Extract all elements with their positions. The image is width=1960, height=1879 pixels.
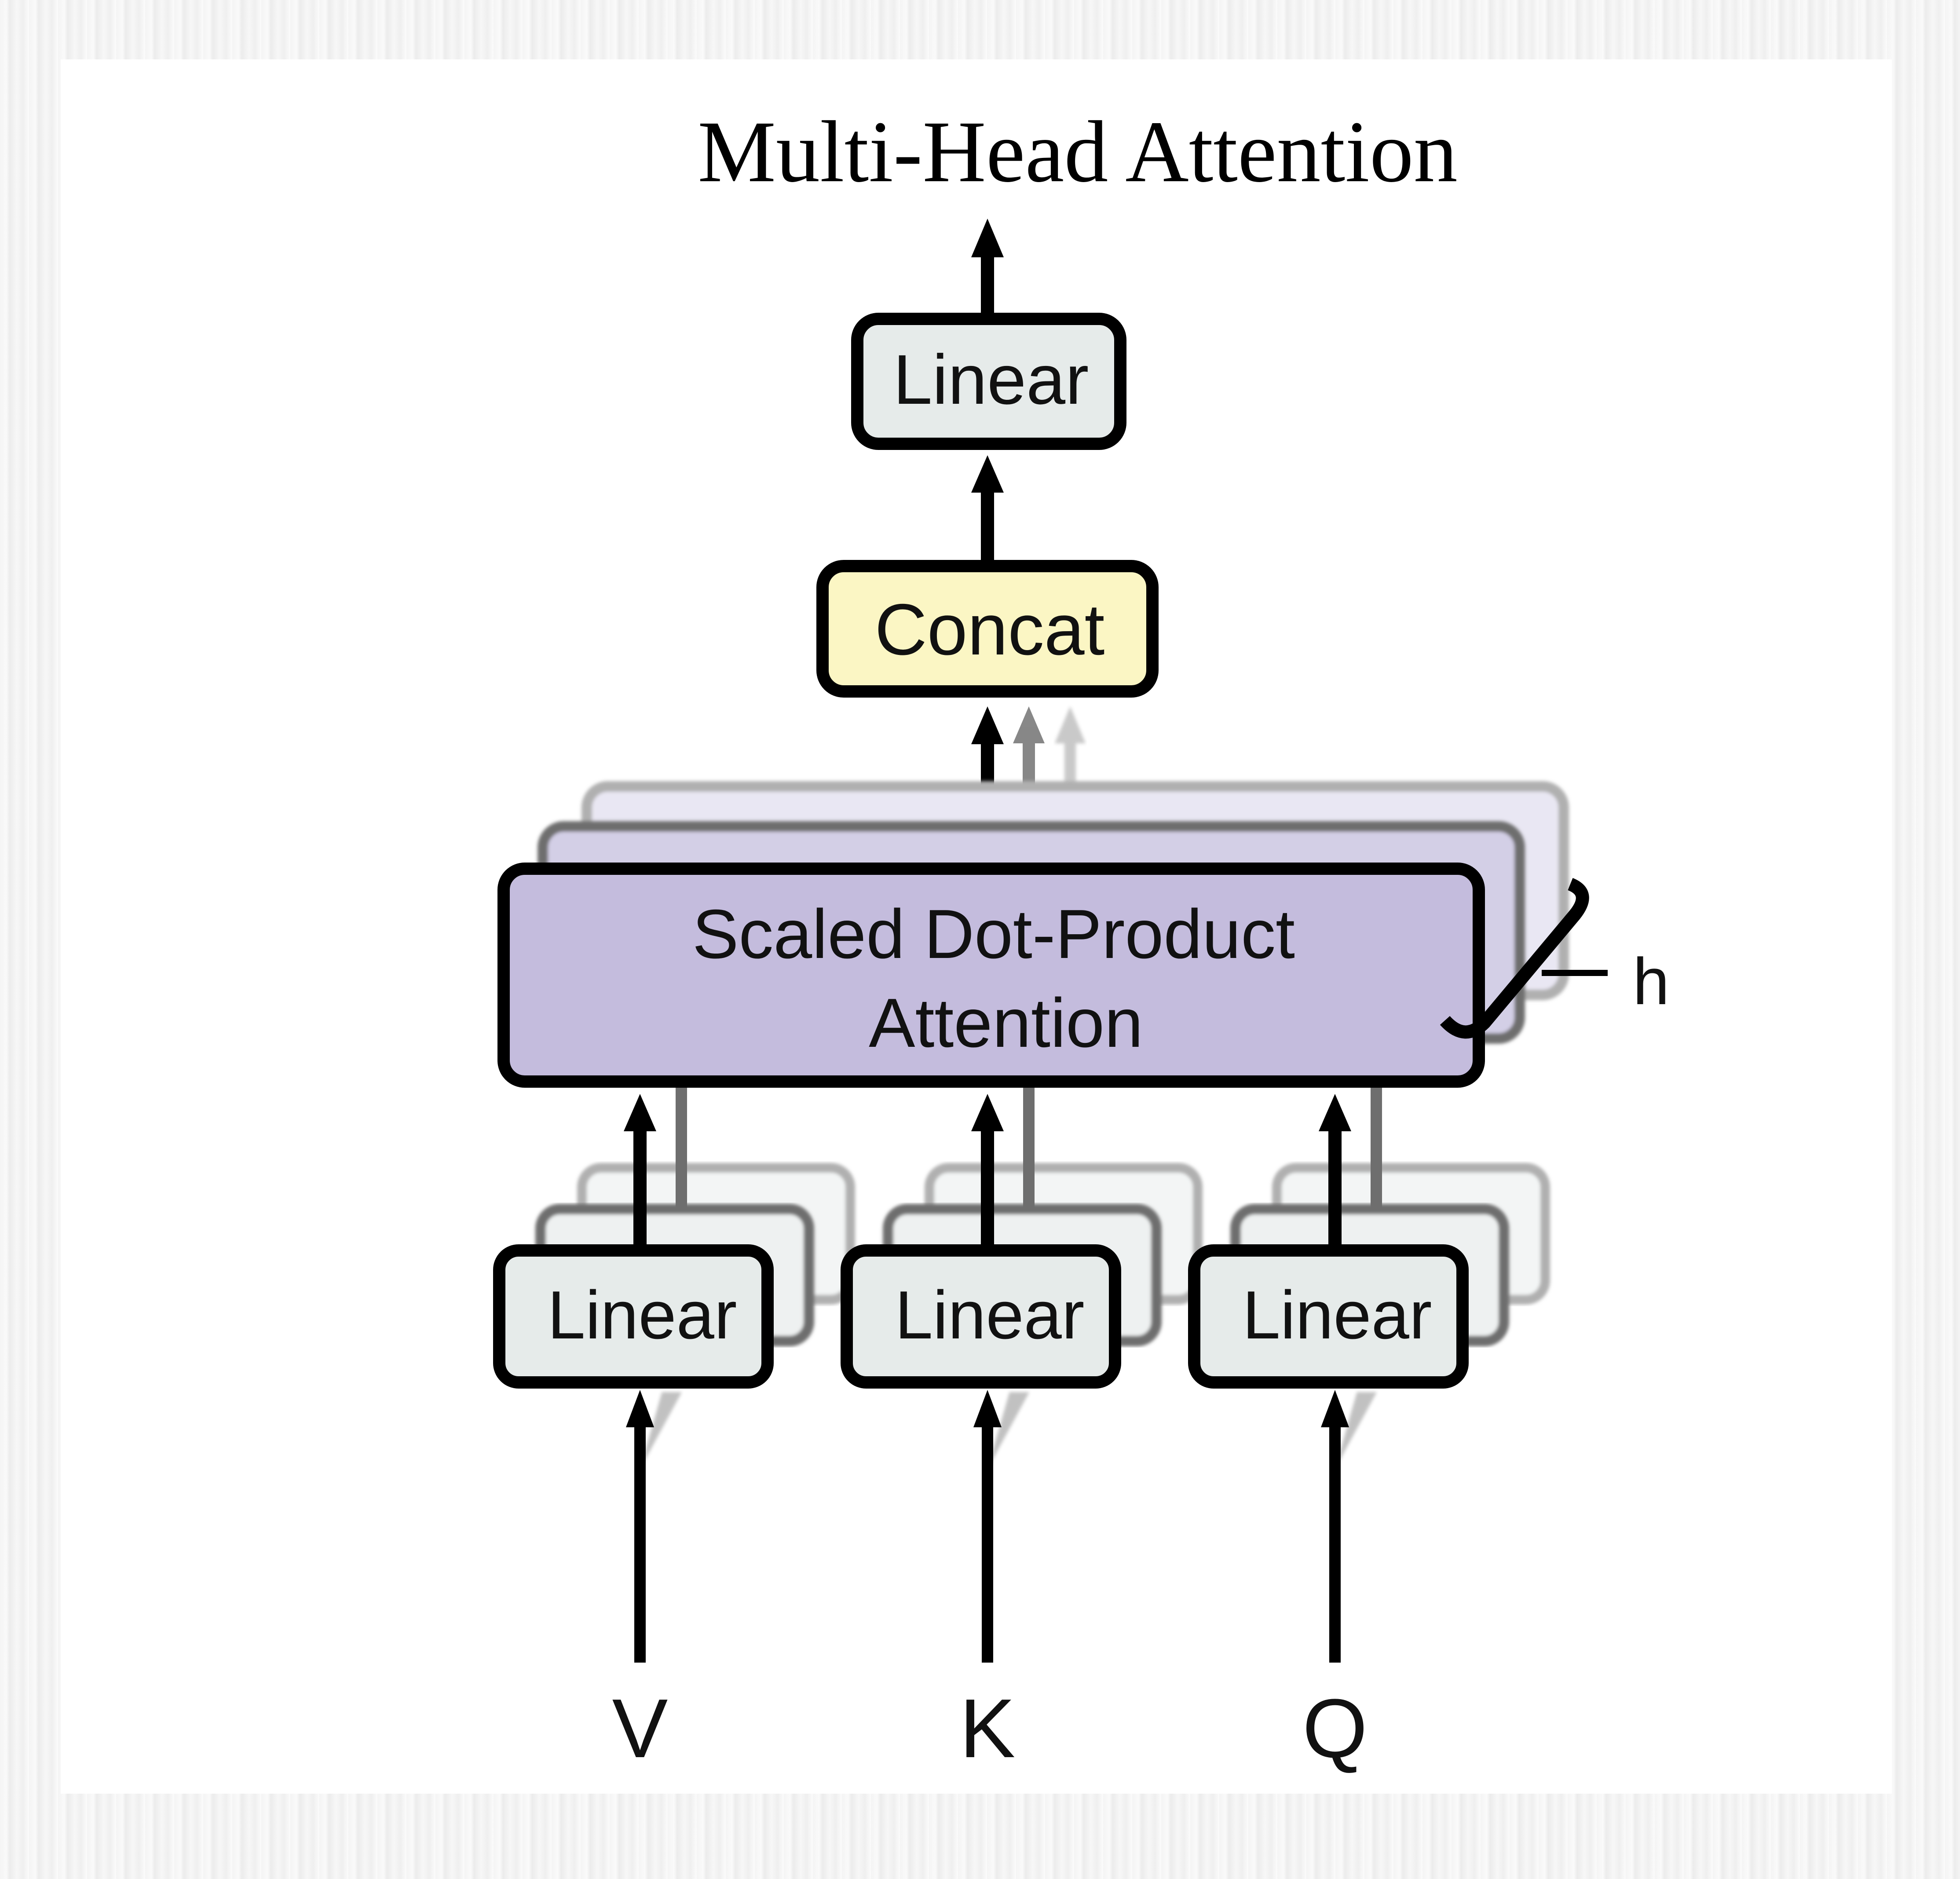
input-label-v: V [612, 1682, 668, 1775]
output-arrow [971, 219, 1004, 313]
input-linear-box [493, 1244, 774, 1389]
arrow-head [1321, 1390, 1349, 1427]
attention-label-line2: Attention [869, 984, 1143, 1062]
attention-head-main [497, 863, 1485, 1088]
input-label-k: K [960, 1682, 1016, 1775]
attention-stack: Scaled Dot-Product Attention [497, 781, 1569, 1088]
arrow-head [973, 1390, 1002, 1427]
head-arrow-ghost-2 [1055, 706, 1086, 792]
input-linear-box [841, 1244, 1121, 1389]
bracket-curve [1440, 878, 1589, 1039]
output-linear-label: Linear [893, 340, 1089, 419]
input-linear-label: Linear [548, 1277, 737, 1353]
input-ghost-fan [1335, 1392, 1377, 1469]
input-linear-label: Linear [1243, 1277, 1432, 1353]
arrow-head [1319, 1094, 1351, 1131]
output-linear-box: Linear [851, 313, 1126, 450]
input-linear-box [1188, 1244, 1469, 1389]
diagram-title: Multi-Head Attention [698, 103, 1458, 201]
input-ghost-fan [640, 1392, 682, 1469]
h-repeat-bracket: h [1440, 878, 1669, 1039]
arrow-head [971, 1094, 1004, 1131]
input-ghost-fan [987, 1392, 1029, 1469]
attention-label-line1: Scaled Dot-Product [692, 896, 1295, 973]
concat-box: Concat [816, 560, 1159, 698]
arrow-head [626, 1390, 654, 1427]
input-label-q: Q [1302, 1682, 1368, 1775]
input-linear-label: Linear [895, 1277, 1085, 1353]
concat-rect [816, 560, 1159, 698]
concat-label: Concat [875, 589, 1105, 670]
output-linear-rect [851, 313, 1126, 450]
h-label: h [1633, 944, 1669, 1018]
arrow-head [624, 1094, 656, 1131]
concat-to-linear-arrow [971, 455, 1004, 560]
